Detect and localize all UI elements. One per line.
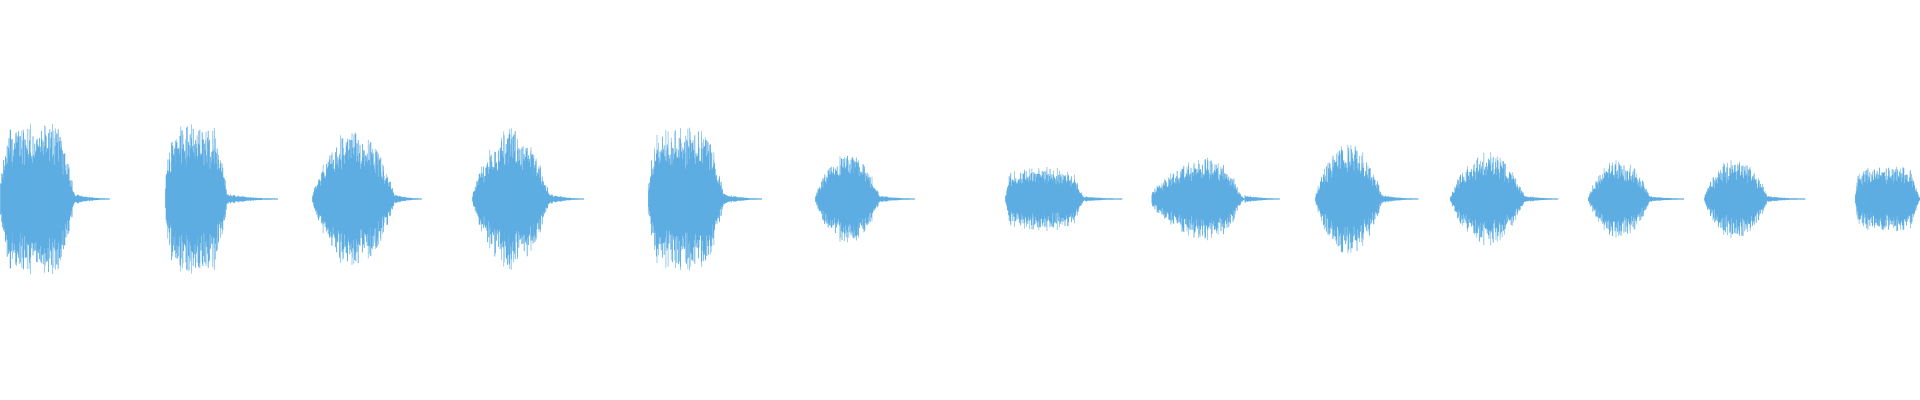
waveform-burst-spikes (322, 133, 396, 265)
waveform-burst (815, 155, 915, 243)
waveform-burst-body (472, 131, 585, 265)
waveform-burst-body (1151, 159, 1280, 238)
waveform-burst-spikes (1010, 167, 1086, 231)
waveform-burst (648, 127, 763, 271)
waveform-burst-spikes (1156, 157, 1243, 241)
waveform-burst-body (1450, 157, 1559, 243)
waveform-burst (1315, 144, 1419, 254)
waveform-burst-spikes (1589, 160, 1650, 238)
waveform-burst-body (165, 126, 279, 271)
waveform-burst-spikes (165, 124, 226, 274)
waveform-burst-spikes (1855, 166, 1919, 232)
waveform-burst (1855, 166, 1920, 232)
waveform-burst-spikes (473, 128, 541, 270)
waveform-burst (1704, 160, 1806, 238)
waveform-burst (472, 128, 585, 270)
waveform-burst-spikes (648, 127, 723, 271)
waveform-burst-body (1315, 146, 1419, 253)
waveform-burst-body (815, 156, 915, 240)
waveform-burst-spikes (9, 123, 73, 275)
waveform-burst (1588, 160, 1685, 238)
waveform-burst (1151, 157, 1280, 241)
waveform-burst (165, 124, 279, 274)
waveform-burst-spikes (1706, 160, 1766, 238)
waveform-burst-body (312, 132, 422, 264)
waveform-burst-spikes (817, 155, 880, 243)
waveform-burst-body (648, 131, 763, 267)
waveform-burst-body (1005, 169, 1123, 230)
waveform-burst (1005, 167, 1123, 231)
waveform-burst-spikes (1450, 152, 1517, 246)
waveform-burst-spikes (1315, 144, 1383, 254)
waveform-burst (1450, 152, 1559, 246)
waveform-burst (312, 132, 422, 265)
waveform-burst (0, 123, 110, 275)
